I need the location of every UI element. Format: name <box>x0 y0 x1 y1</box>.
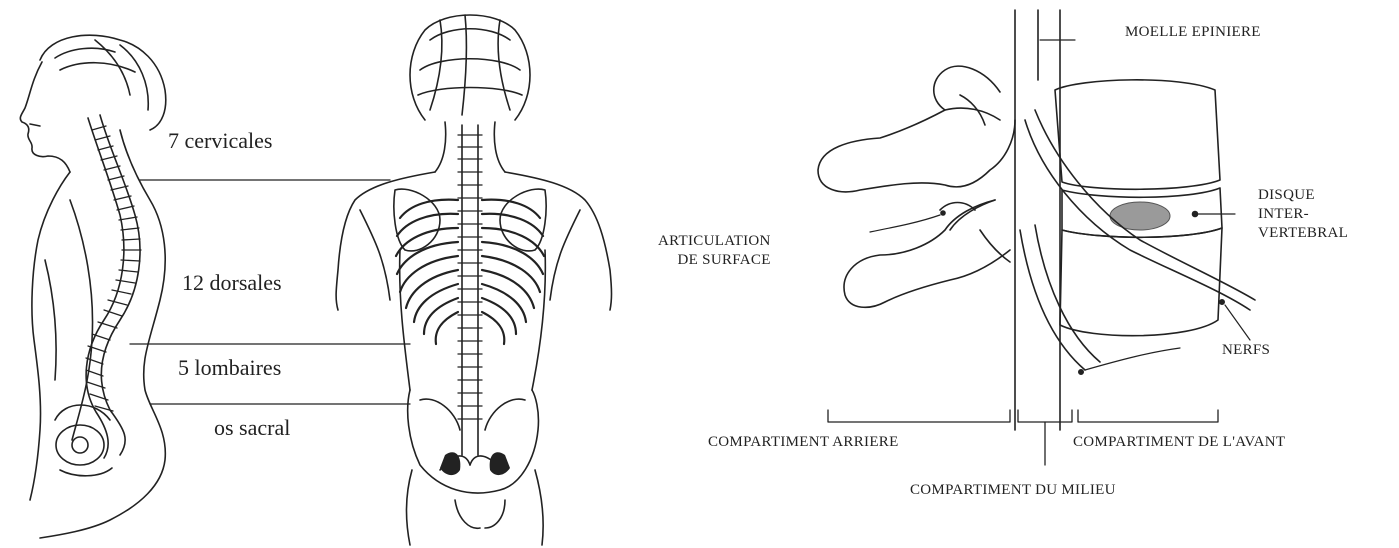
label-facet-line2: DE SURFACE <box>658 251 771 270</box>
back-view-figure <box>336 15 611 545</box>
label-facet-joint: ARTICULATION DE SURFACE <box>658 232 771 270</box>
side-view-figure <box>20 35 165 538</box>
label-dorsal: 12 dorsales <box>182 270 282 296</box>
label-disc-line1: DISQUE <box>1258 186 1348 205</box>
label-posterior-compartment: COMPARTIMENT ARRIERE <box>708 434 899 451</box>
label-cervical: 7 cervicales <box>168 128 272 154</box>
label-middle-compartment: COMPARTIMENT DU MILIEU <box>910 482 1116 499</box>
label-sacral: os sacral <box>214 415 290 441</box>
label-disc-line3: VERTEBRAL <box>1258 224 1348 243</box>
label-disc-line2: INTER- <box>1258 205 1348 224</box>
label-anterior-compartment: COMPARTIMENT DE L'AVANT <box>1073 434 1285 451</box>
label-spinal-cord: MOELLE EPINIERE <box>1125 24 1261 41</box>
label-lumbar: 5 lombaires <box>178 355 281 381</box>
vertebra-diagram <box>818 10 1255 465</box>
label-disc: DISQUE INTER- VERTEBRAL <box>1258 186 1348 243</box>
label-facet-line1: ARTICULATION <box>658 232 771 251</box>
label-nerves: NERFS <box>1222 342 1270 359</box>
